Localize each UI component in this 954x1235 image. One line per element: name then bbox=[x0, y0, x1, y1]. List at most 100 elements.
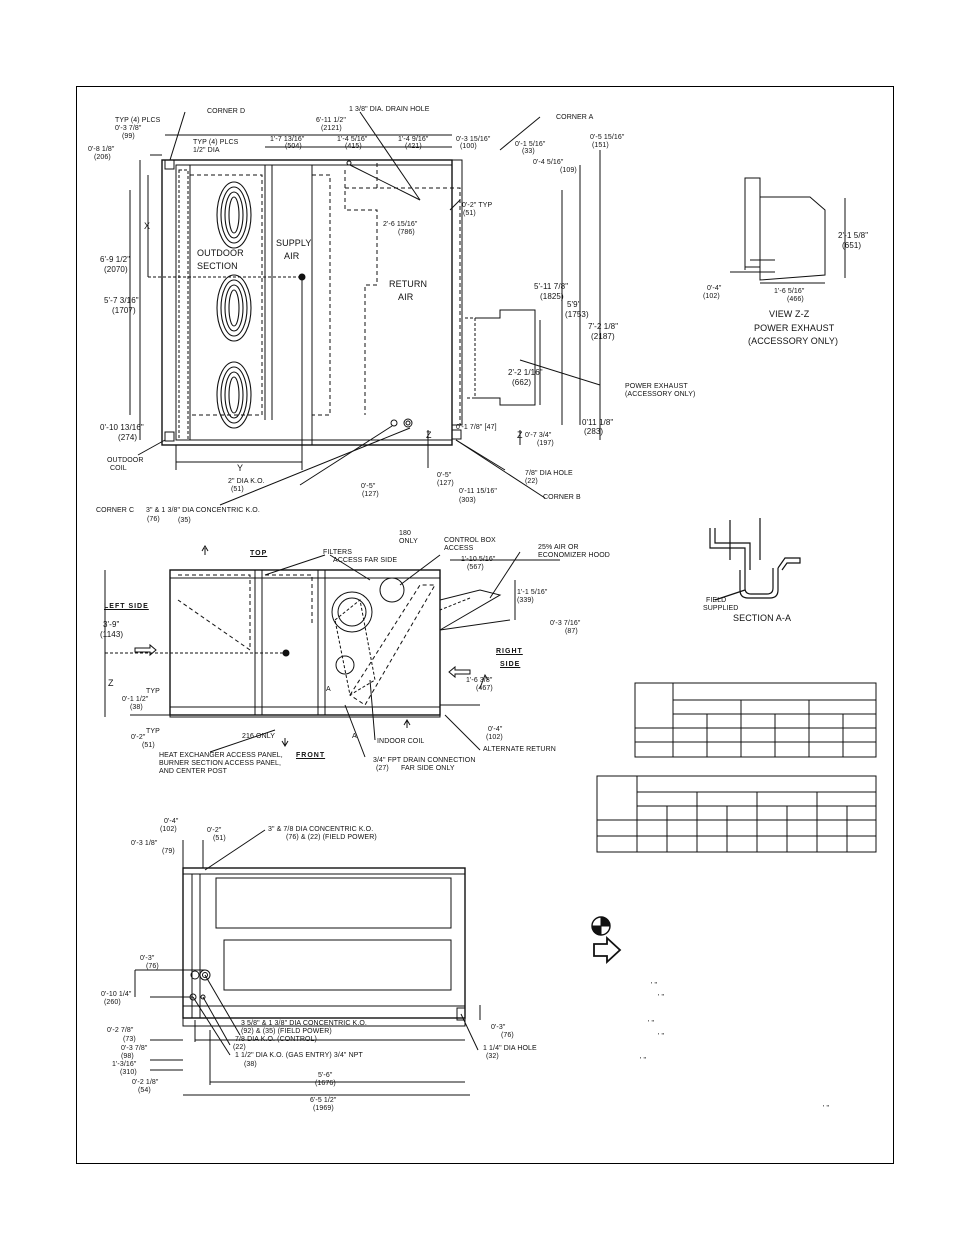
dim-f-22: (22) bbox=[233, 1044, 246, 1051]
label-corner-d: CORNER D bbox=[207, 108, 246, 115]
dim-0-3-7-16: 0'-3 7/16" bbox=[550, 620, 581, 627]
dim-side-102: (102) bbox=[486, 734, 503, 741]
dim-6-5-1-2: 6'-5 1/2" bbox=[310, 1097, 337, 1104]
dim-33: (33) bbox=[522, 148, 535, 155]
label-top: TOP bbox=[250, 550, 268, 557]
label-ko-power-1: 3" & 7/8 DIA CONCENTRIC K.O. bbox=[268, 826, 374, 833]
dim-79: (79) bbox=[162, 848, 175, 855]
dim-1707: (1707) bbox=[112, 306, 136, 315]
dim-283: (283) bbox=[584, 427, 604, 436]
dim-f-76r: (76) bbox=[501, 1032, 514, 1039]
dim-1676: (1676) bbox=[315, 1080, 336, 1087]
label-filters: FILTERS bbox=[323, 549, 352, 556]
dim-6-9-1-2: 6'-9 1/2" bbox=[100, 255, 131, 264]
dim-0-2-1-8: 0'-2 1/8" bbox=[132, 1079, 159, 1086]
dim-1-4-5-16: 1'-4 5/16" bbox=[337, 136, 368, 143]
label-drain1: 3/4" FPT DRAIN CONNECTION bbox=[373, 757, 476, 764]
label-typ4b: TYP (4) PLCS bbox=[193, 139, 239, 146]
legend-mark: ' " bbox=[651, 982, 658, 989]
dim-567: (567) bbox=[467, 564, 484, 571]
dim-339: (339) bbox=[517, 597, 534, 604]
dim-662: (662) bbox=[512, 378, 532, 387]
dim-1753: (1753) bbox=[565, 310, 589, 319]
dim-0-1-7-8: 0'-1 7/8" [47] bbox=[456, 424, 497, 431]
label-drain-hole: 1 3/8" DIA. DRAIN HOLE bbox=[349, 106, 430, 113]
dim-51b: (51) bbox=[231, 486, 244, 493]
label-left-side: LEFT SIDE bbox=[104, 603, 149, 610]
dim-f-0-3r: 0'-3" bbox=[491, 1024, 506, 1031]
dim-2121: (2121) bbox=[321, 125, 342, 132]
label-supplied: SUPPLIED bbox=[703, 605, 739, 612]
label-hood2: ECONOMIZER HOOD bbox=[538, 552, 610, 559]
label-return: RETURN bbox=[389, 279, 428, 289]
dim-1-6-5-16: 1'-6 5/16" bbox=[774, 288, 805, 295]
label-right: RIGHT bbox=[496, 648, 523, 655]
label-control: 7/8 DIA K.O. (CONTROL) bbox=[235, 1036, 317, 1043]
label-supply: SUPPLY bbox=[276, 238, 312, 248]
dim-0-10-13-16: 0'-10 13/16" bbox=[100, 423, 144, 432]
tables bbox=[596, 682, 877, 853]
dim-415: (415) bbox=[345, 143, 362, 150]
side-view bbox=[104, 545, 560, 758]
label-control-box: CONTROL BOX bbox=[444, 537, 496, 544]
dim-2-2-1-16: 2'-2 1/16" bbox=[508, 368, 543, 377]
dim-f-0-4: 0'-4" bbox=[164, 818, 179, 825]
label-outdoor-coil-2: COIL bbox=[110, 465, 127, 472]
dim-1-1-5-16: 1'-1 5/16" bbox=[517, 589, 548, 596]
label-access: ACCESS bbox=[444, 545, 474, 552]
view-zz-title: VIEW Z-Z bbox=[769, 309, 810, 319]
label-hx1: HEAT EXCHANGER ACCESS PANEL, bbox=[159, 752, 283, 759]
label-outdoor-coil-1: OUTDOOR bbox=[107, 457, 144, 464]
dim-467: (467) bbox=[476, 685, 493, 692]
label-field: FIELD bbox=[706, 597, 727, 604]
label-corner-c: CORNER C bbox=[96, 507, 135, 514]
dim-1969: (1969) bbox=[313, 1105, 334, 1112]
label-corner-b: CORNER B bbox=[543, 494, 581, 501]
dim-260: (260) bbox=[104, 999, 121, 1006]
dim-0-5-15-16: 0'-5 15/16" bbox=[590, 134, 625, 141]
label-hood1: 25% AIR OR bbox=[538, 544, 579, 551]
label-filters-access: ACCESS FAR SIDE bbox=[333, 557, 398, 564]
dim-310: (310) bbox=[120, 1069, 137, 1076]
dim-3-9: 3'-9" bbox=[103, 620, 120, 629]
drawing-border bbox=[76, 86, 894, 1164]
label-hx3: AND CENTER POST bbox=[159, 768, 228, 775]
label-x: X bbox=[144, 221, 151, 231]
dim-303: (303) bbox=[459, 497, 476, 504]
dim-51a: (51) bbox=[463, 210, 476, 217]
label-a2: A bbox=[352, 733, 357, 740]
dim-0-2-7-8: 0'-2 7/8" bbox=[107, 1027, 134, 1034]
label-section: SECTION bbox=[197, 261, 238, 271]
label-typ2: TYP bbox=[146, 728, 160, 735]
label-ko-field-1: 3 5/8" & 1 3/8" DIA CONCENTRIC K.O. bbox=[241, 1020, 367, 1027]
dim-127b: (127) bbox=[437, 480, 454, 487]
dim-0-5a: 0'-5" bbox=[361, 483, 376, 490]
dim-27: (27) bbox=[376, 765, 389, 772]
label-gas: 1 1/2" DIA K.O. (GAS ENTRY) 3/4" NPT bbox=[235, 1052, 363, 1059]
section-aa-title: SECTION A-A bbox=[733, 613, 792, 623]
dim-38: (38) bbox=[130, 704, 143, 711]
dim-0-8-1-8: 0'-8 1/8" bbox=[88, 146, 115, 153]
dim-22: (22) bbox=[525, 478, 538, 485]
dim-0-2-typ: 0'-2" TYP bbox=[462, 202, 493, 209]
dim-2-1-5-8: 2'-1 5/8" bbox=[838, 231, 869, 240]
label-half-dia: 1/2" DIA bbox=[193, 147, 220, 154]
dim-274: (274) bbox=[118, 433, 138, 442]
label-hx2: BURNER SECTION ACCESS PANEL, bbox=[159, 760, 282, 767]
dim-f-76: (76) bbox=[146, 963, 159, 970]
dim-0-3-1-8: 0'-3 1/8" bbox=[131, 840, 158, 847]
dim-0-11-15-16: 0'-11 15/16" bbox=[459, 488, 497, 495]
label-ko-power-2: (76) & (22) (FIELD POWER) bbox=[286, 834, 377, 841]
dim-0-1-5-16: 0'-1 5/16" bbox=[515, 141, 546, 148]
label-z2: Z bbox=[517, 430, 523, 440]
label-concentric-ko: 3" & 1 3/8" DIA CONCENTRIC K.O. bbox=[146, 507, 260, 514]
dim-f-51: (51) bbox=[213, 835, 226, 842]
legend-mark: ' " bbox=[658, 994, 665, 1001]
label-180-only: ONLY bbox=[399, 538, 418, 545]
label-indoor-coil: INDOOR COIL bbox=[377, 738, 425, 745]
dim-1825: (1825) bbox=[540, 292, 564, 301]
dim-109: (109) bbox=[560, 167, 577, 174]
label-drain2: FAR SIDE ONLY bbox=[401, 765, 455, 772]
